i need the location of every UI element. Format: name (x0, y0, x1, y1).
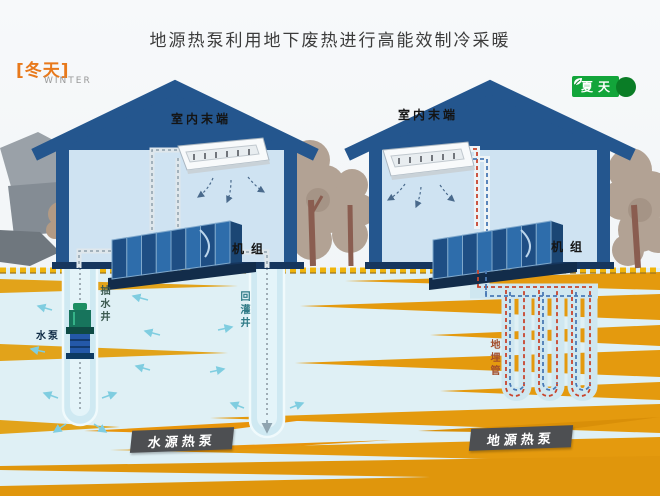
machine-label-left: 机组 (232, 242, 271, 256)
leaf-icon (574, 76, 637, 97)
reinjection-well-label: 回灌井 (238, 291, 249, 330)
groundwater-arrows (29, 293, 305, 433)
airflow-right (386, 183, 455, 209)
summer-label: 夏天 (572, 76, 620, 97)
machine-label-right: 机组 (551, 240, 590, 254)
pipes-left (76, 147, 270, 268)
airflow-left (197, 176, 266, 204)
diagram-title: 地源热泵利用地下废热进行高能效制冷采暖 (149, 31, 511, 51)
water-pump (66, 303, 94, 359)
extraction-well-label: 抽水井 (98, 285, 109, 324)
winter-season-label: [冬天] (16, 61, 70, 81)
winter-sublabel: WINTER (44, 76, 92, 86)
indoor-terminal-label-right: 室内末端 (398, 108, 459, 122)
machine-unit-left (108, 220, 256, 290)
ground-source-heat-pump-badge: 地源热泵 (468, 425, 574, 451)
pump-label: 水泵 (36, 331, 60, 342)
machine-feed-right (477, 270, 487, 296)
trees (273, 140, 660, 269)
buried-pipe-label: 地埋管 (488, 339, 499, 378)
summer-season-badge: 夏天 (572, 76, 637, 97)
indoor-terminal-label-left: 室内末端 (171, 112, 232, 126)
ceiling-unit-left (177, 137, 270, 174)
water-source-heat-pump-badge: 水源热泵 (129, 427, 235, 453)
ceiling-unit-right (382, 141, 475, 180)
reinjection-well (248, 260, 286, 439)
